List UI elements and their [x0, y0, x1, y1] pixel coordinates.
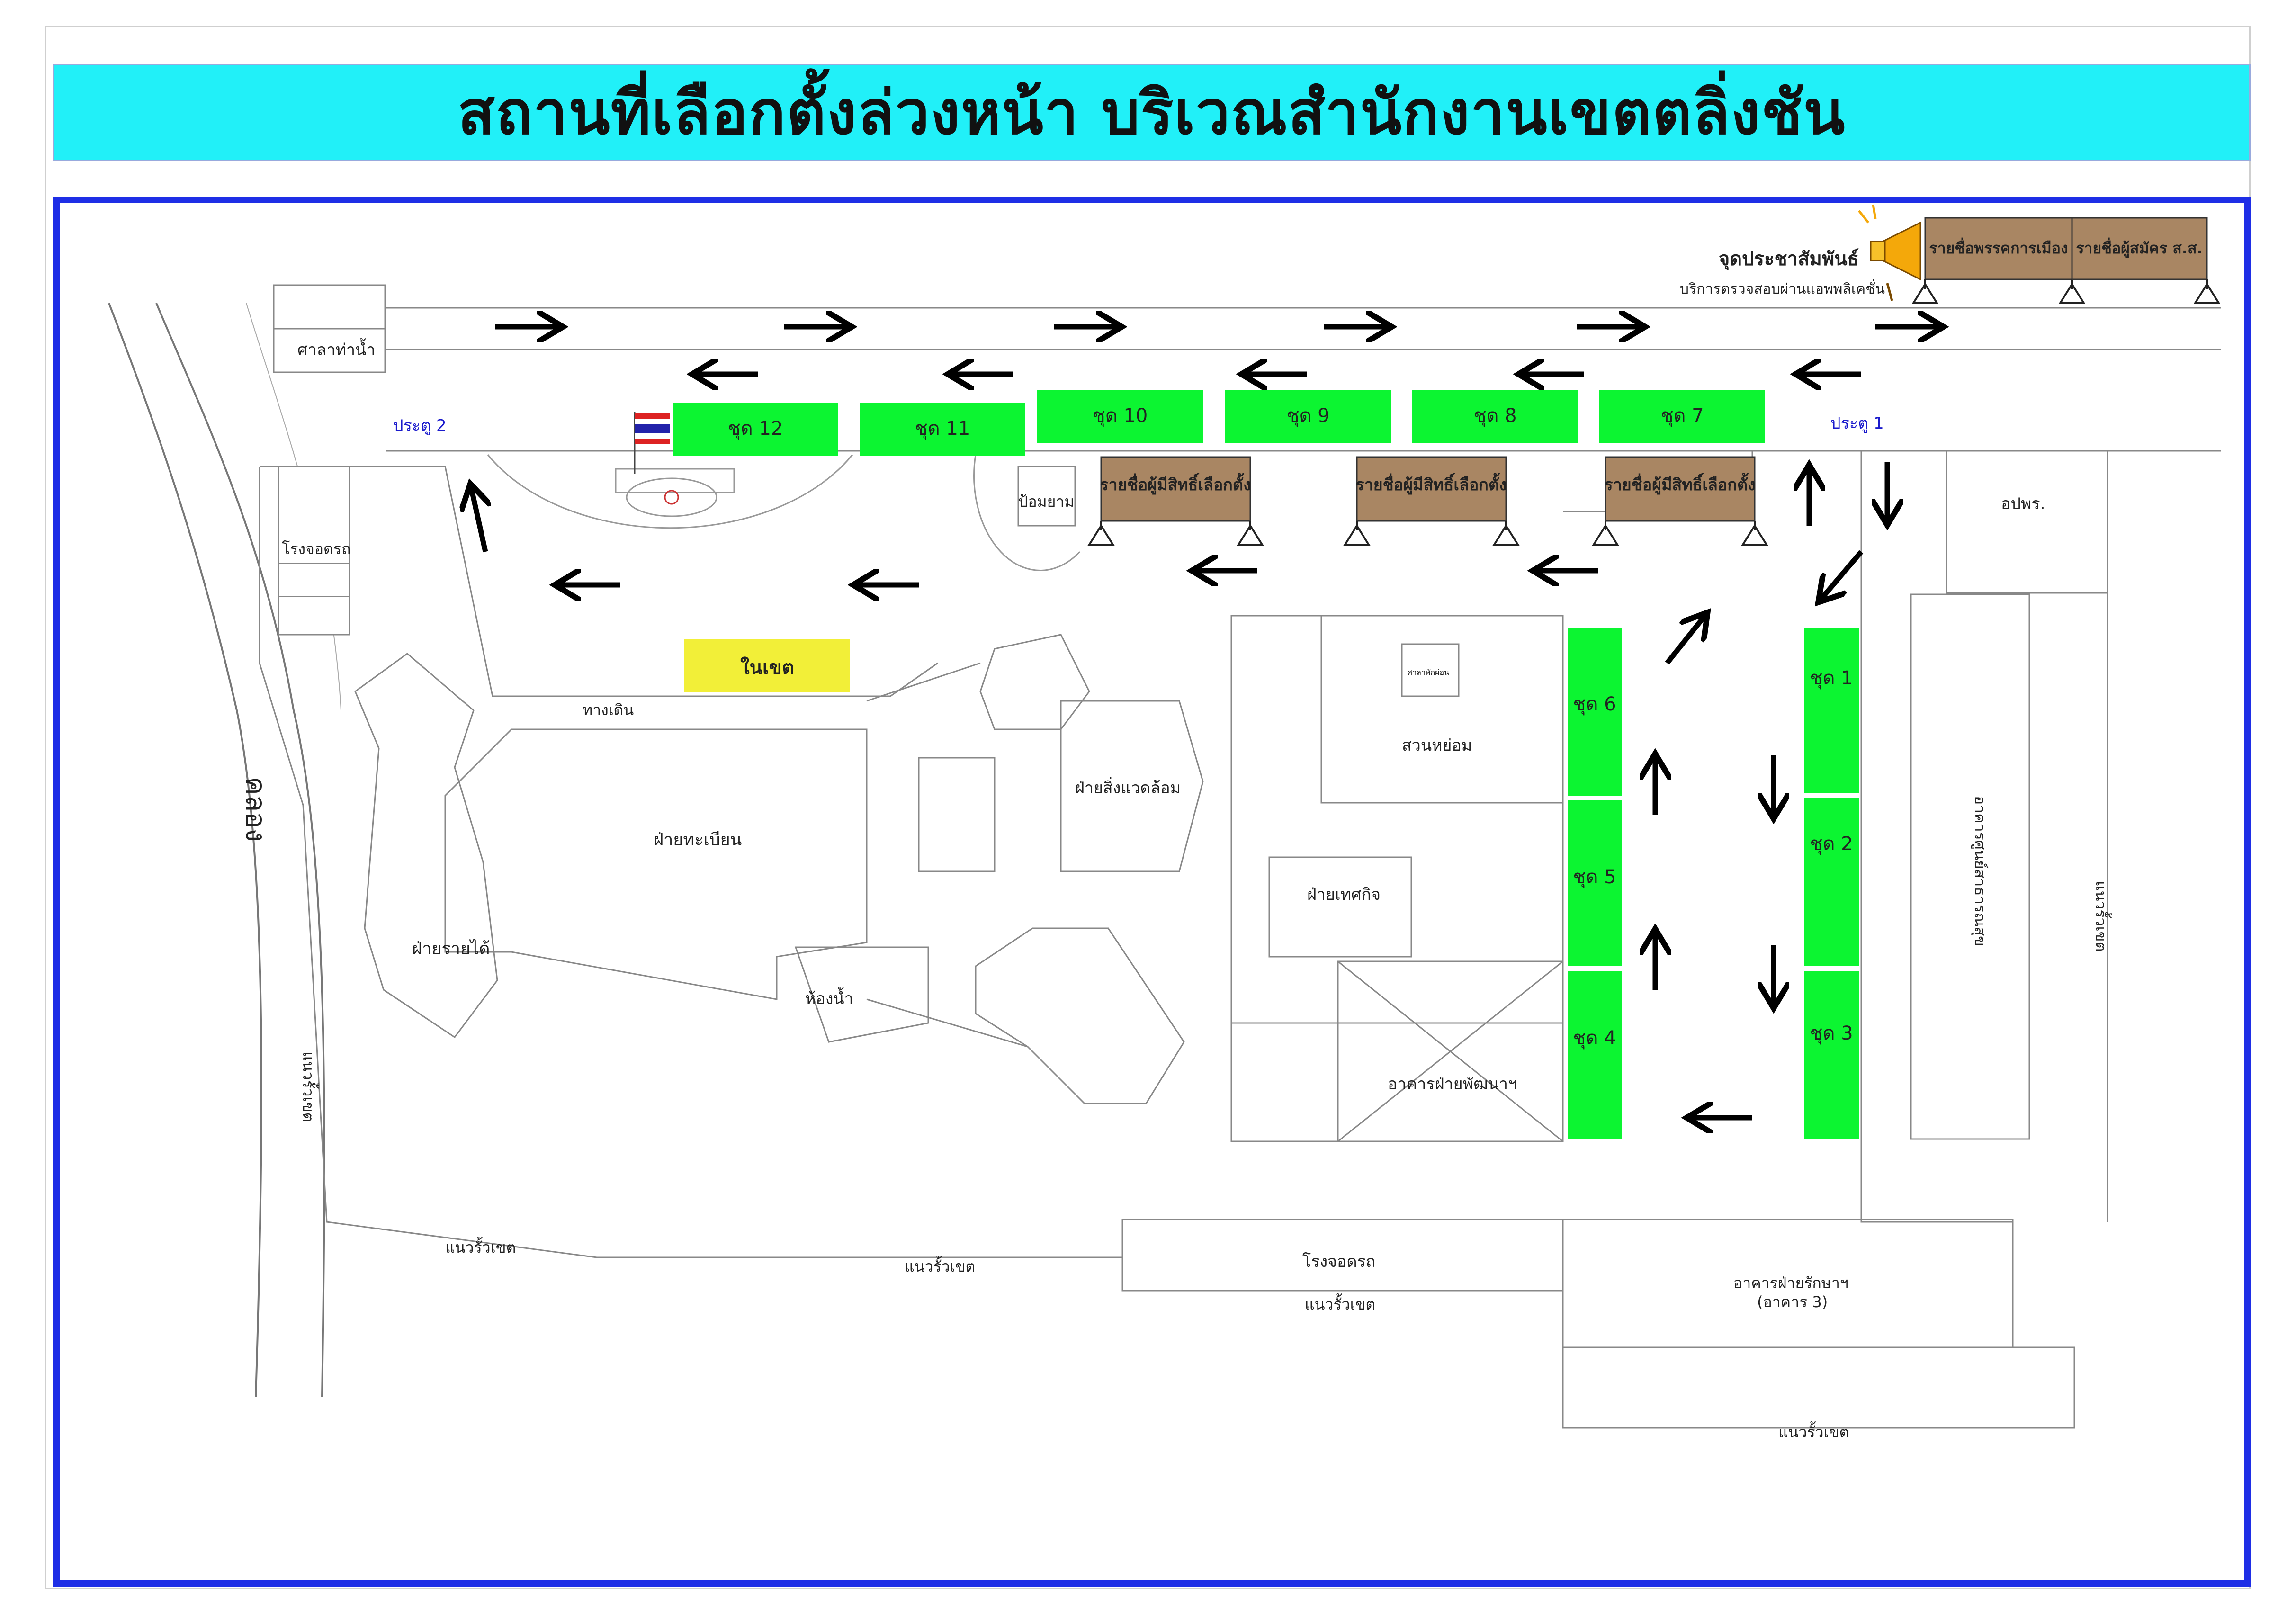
unit-5 [1568, 800, 1622, 966]
unit-2-label: ชุด 2 [1810, 833, 1853, 855]
rest-pavilion-label: ศาลาพักผ่อน [1408, 668, 1449, 677]
unit-12-label: ชุด 12 [728, 418, 783, 440]
civil-defense-building: อปพร. [1946, 450, 2108, 594]
unit-5-label: ชุด 5 [1573, 866, 1616, 888]
voter-list-board-3-label: รายชื่อผู้มีสิทธิ์เลือกตั้ง [1604, 473, 1755, 495]
unit-6 [1568, 628, 1622, 796]
megaphone-icon [1858, 204, 1921, 301]
bottom-buildings [1121, 1219, 2075, 1429]
voter-list-board-2: รายชื่อผู้มีสิทธิ์เลือกตั้ง [1343, 456, 1520, 546]
unit-4 [1568, 971, 1622, 1139]
courtyard [487, 454, 1081, 571]
unit-7-label: ชุด 7 [1660, 405, 1704, 427]
cleansing-label-line2: (อาคาร 3) [1757, 1293, 1828, 1311]
community-center-building: อาคารศูนย์สาธารณสุข [1910, 593, 2030, 1140]
parking-left-label: โรงจอดรถ [282, 540, 350, 558]
voter-list-board-1: รายชื่อผู้มีสิทธิ์เลือกตั้ง [1087, 456, 1264, 546]
candidate-list-board-label: รายชื่อผู้สมัคร ส.ส. [2076, 237, 2202, 258]
title-banner: สถานที่เลือกตั้งล่วงหน้า บริเวณสำนักงานเ… [53, 64, 2251, 161]
civil-defense-label: อปพร. [2001, 494, 2045, 513]
parking-left: โรงจอดรถ [278, 466, 350, 636]
unit-8: ชุด 8 [1412, 390, 1578, 443]
voter-list-board-1-label: รายชื่อผู้มีสิทธิ์เลือกตั้ง [1100, 473, 1251, 495]
boundary-label-3: แนวรั้วเขต [1305, 1293, 1375, 1313]
sala-label: ศาลาท่าน้ำ [297, 338, 375, 359]
canal-label: คลอง [240, 777, 272, 842]
thai-flag-icon [634, 412, 670, 474]
toilet-label: ห้องน้ำ [805, 987, 853, 1008]
boundary-label-6: แนวรั้วเขต [299, 1051, 319, 1122]
unit-10-label: ชุด 10 [1093, 405, 1148, 427]
gate-1-label: ประตู 1 [1830, 414, 1884, 433]
unit-12: ชุด 12 [673, 403, 838, 456]
voter-list-board-2-label: รายชื่อผู้มีสิทธิ์เลือกตั้ง [1355, 473, 1507, 495]
party-list-board: รายชื่อพรรคการเมือง [1911, 217, 2086, 304]
unit-1 [1804, 628, 1859, 793]
boundary-label-5: แนวรั้วเขต [2092, 881, 2112, 951]
revenue-label: ฝ่ายรายได้ [412, 939, 490, 959]
unit-8-label: ชุด 8 [1473, 405, 1516, 427]
main-building [354, 634, 1204, 1104]
sala-pavilion: ศาลาท่าน้ำ [273, 284, 386, 373]
arrow-icon [1665, 616, 1705, 665]
pr-point-subtitle: บริการตรวจสอบผ่านแอพพลิเคชั่น [1680, 279, 1885, 297]
unit-11: ชุด 11 [860, 403, 1025, 456]
boundary-label-4: แนวรั้วเขต [1778, 1421, 1849, 1441]
unit-10: ชุด 10 [1037, 390, 1203, 443]
pr-point-title: จุดประชาสัมพันธ์ [1719, 248, 1859, 271]
unit-6-label: ชุด 6 [1573, 693, 1616, 716]
candidate-list-board: รายชื่อผู้สมัคร ส.ส. [2071, 217, 2221, 304]
unit-9-label: ชุด 9 [1286, 405, 1329, 427]
arrow-icon [1821, 550, 1864, 599]
voter-list-board-3: รายชื่อผู้มีสิทธิ์เลือกตั้ง [1592, 456, 1768, 546]
unit-1-label: ชุด 1 [1810, 667, 1853, 690]
voting-units-top: ชุด 12 ชุด 11 ชุด 10 ชุด 9 ชุด 8 ชุด 7 [673, 390, 1765, 456]
unit-7: ชุด 7 [1599, 390, 1765, 443]
voter-list-boards: รายชื่อผู้มีสิทธิ์เลือกตั้ง รายชื่อผู้มี… [1087, 456, 1768, 546]
page-title: สถานที่เลือกตั้งล่วงหน้า บริเวณสำนักงานเ… [457, 78, 1846, 148]
pr-point: จุดประชาสัมพันธ์ บริการตรวจสอบผ่านแอพพลิ… [1680, 204, 2221, 304]
guard-house: ป้อมยาม [1017, 466, 1076, 527]
unit-3-label: ชุด 3 [1810, 1023, 1853, 1045]
unit-2 [1804, 798, 1859, 966]
unit-4-label: ชุด 4 [1573, 1027, 1616, 1050]
municipal-label: ฝ่ายเทศกิจ [1307, 885, 1381, 904]
public-works-label: อาคารฝ่ายพัฒนาฯ [1388, 1075, 1517, 1094]
registration-label: ฝ่ายทะเบียน [654, 830, 742, 850]
party-list-board-label: รายชื่อพรรคการเมือง [1929, 237, 2068, 257]
environment-label: ฝ่ายสิ่งแวดล้อม [1075, 777, 1181, 798]
cleansing-label-line1: อาคารฝ่ายรักษาฯ [1733, 1274, 1848, 1292]
unit-9: ชุด 9 [1225, 390, 1391, 443]
garden-building [1230, 615, 1564, 1142]
voting-units-right-column: ชุด 1 ชุด 2 ชุด 3 [1804, 628, 1859, 1139]
parking-bottom-label: โรงจอดรถ [1302, 1252, 1375, 1271]
in-district-label: ในเขต [740, 656, 794, 679]
community-center-label: อาคารศูนย์สาธารณสุข [1971, 796, 1989, 946]
gate-2-label: ประตู 2 [393, 416, 447, 435]
walkway-label: ทางเดิน [583, 701, 634, 719]
arrow-icon [471, 488, 485, 553]
unit-3 [1804, 971, 1859, 1139]
voting-units-left-column: ชุด 6 ชุด 5 ชุด 4 [1568, 628, 1622, 1139]
flow-arrows [471, 327, 1939, 1118]
boundary-label-1: แนวรั้วเขต [445, 1237, 516, 1256]
guard-label: ป้อมยาม [1018, 493, 1074, 511]
boundary-label-2: แนวรั้วเขต [905, 1256, 975, 1275]
unit-11-label: ชุด 11 [915, 418, 970, 440]
garden-label: สวนหย่อม [1402, 736, 1472, 755]
in-district-box: ในเขต [684, 639, 850, 692]
